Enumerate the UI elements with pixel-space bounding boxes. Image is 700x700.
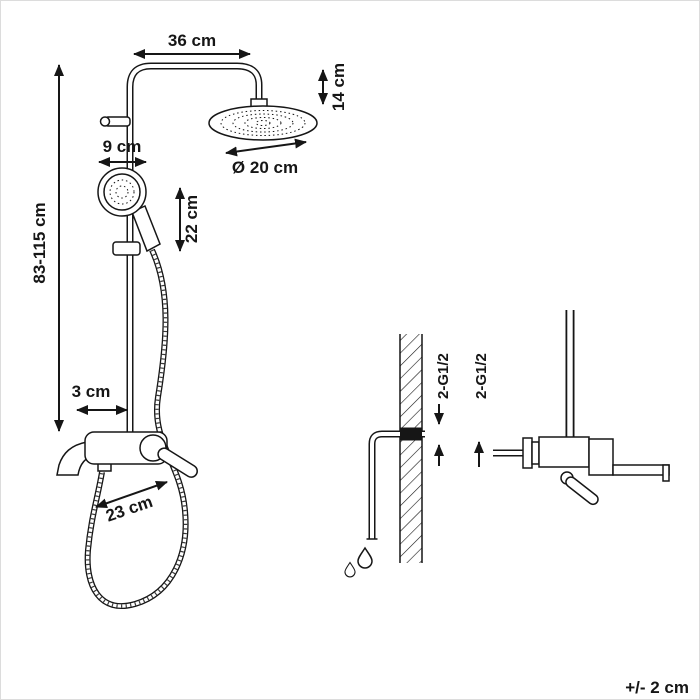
dim-hand-shower-length-label: 22 cm <box>182 195 201 243</box>
dim-hand-shower-width-label: 9 cm <box>103 137 142 156</box>
dim-head-diameter-label: Ø 20 cm <box>232 158 298 177</box>
dim-spout-length-arrow <box>95 480 168 509</box>
dim-pipe-offset-label: 3 cm <box>72 382 111 401</box>
detail-mixer-body <box>538 436 590 468</box>
shower-hose <box>84 248 189 609</box>
detail-lever <box>565 476 599 506</box>
rain-shower-head <box>208 98 318 141</box>
wall-hatch <box>400 334 422 563</box>
tolerance-note: +/- 2 cm <box>625 678 689 697</box>
diverter-knob <box>99 116 131 127</box>
shower-column <box>99 62 263 435</box>
connection-mixer-label: 2-G1/2 <box>473 353 490 399</box>
detail-valve-housing <box>588 438 614 476</box>
wall-connection <box>400 427 422 441</box>
dim-spout-length-label: 23 cm <box>103 492 155 526</box>
dim-top-width-label: 36 cm <box>168 31 216 50</box>
inlet-flange <box>522 437 533 469</box>
mixer-tap <box>56 431 198 478</box>
connection-wall-label: 2-G1/2 <box>435 353 452 399</box>
slider-bracket <box>112 241 141 256</box>
dim-head-diameter-arrow <box>225 138 307 157</box>
wall-detail: 2-G1/2 <box>344 334 452 578</box>
mixer-detail: 2-G1/2 <box>473 310 670 506</box>
mixer-lever <box>157 447 198 478</box>
water-drop-icon <box>344 546 373 578</box>
dim-column-height-label: 83-115 cm <box>30 202 49 283</box>
dim-head-height-label: 14 cm <box>329 63 348 111</box>
hand-shower <box>97 167 161 256</box>
detail-spout <box>612 464 670 476</box>
